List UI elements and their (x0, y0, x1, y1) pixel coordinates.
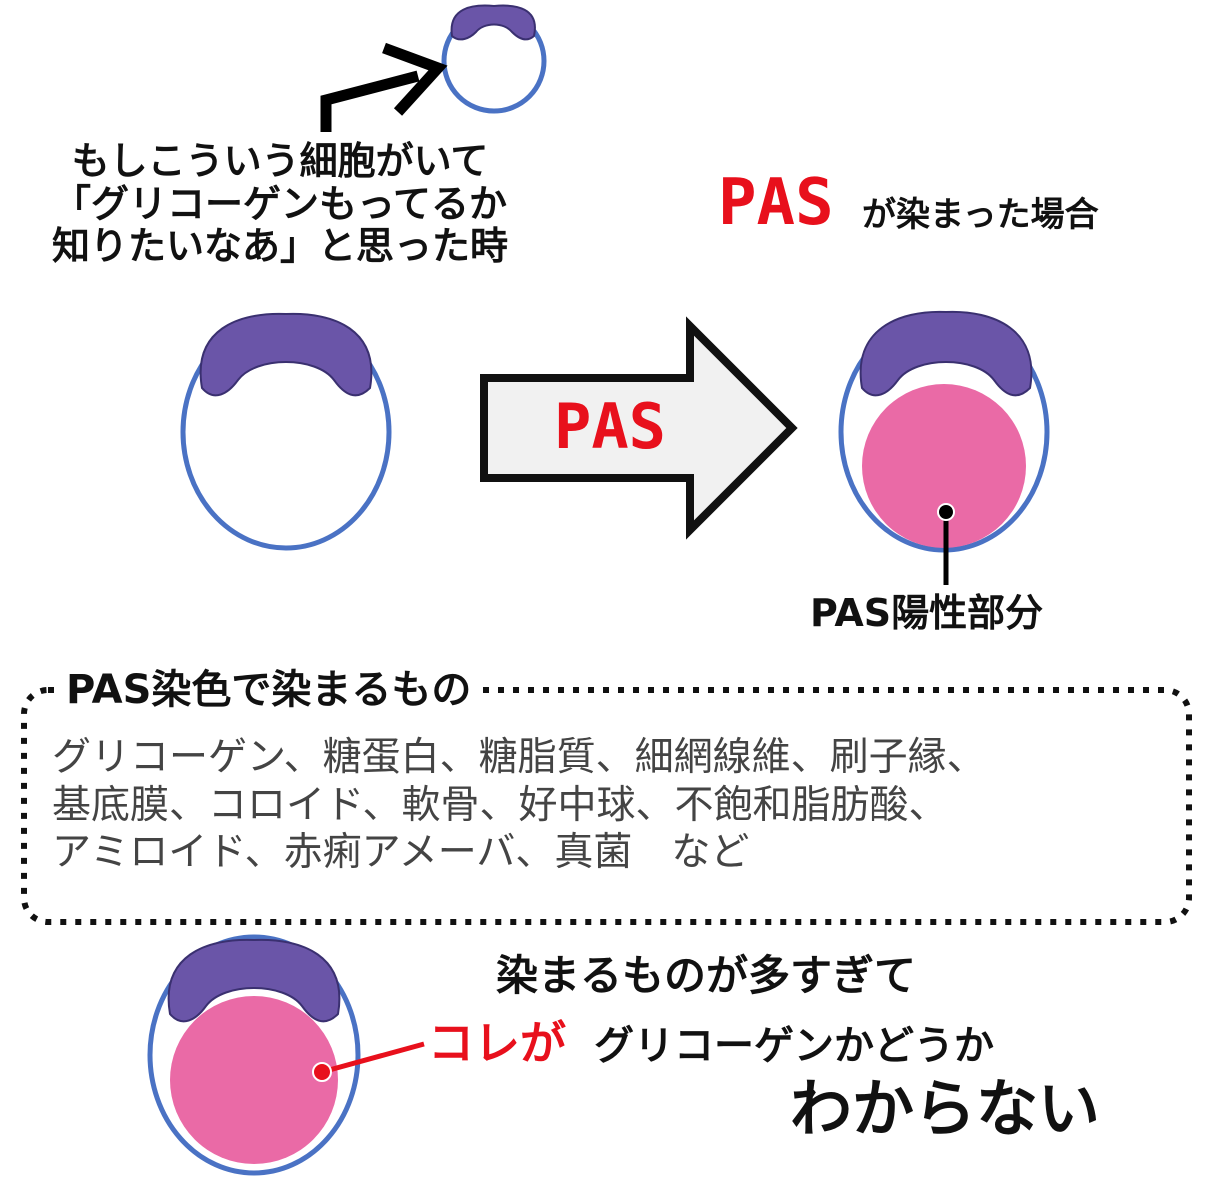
bottom-cell (147, 934, 425, 1176)
bottom-line-2-highlight: コレが (428, 1016, 566, 1070)
bottom-line-2-rest: グリコーゲンかどうか (594, 1023, 994, 1069)
box-line-1: グリコーゲン、糖蛋白、糖脂質、細網線維、刷子縁、 (52, 735, 986, 780)
arrow-label: PAS (554, 390, 666, 463)
bottom-leader-dot (312, 1062, 332, 1082)
pas-positive-area (862, 384, 1026, 548)
pas-heading-word: PAS (718, 166, 834, 240)
small-cell-nucleus (450, 4, 536, 41)
bottom-leader-line (321, 1041, 425, 1075)
pointer-arrow (320, 42, 448, 132)
intro-line-2: 「グリコーゲンもってるか (52, 181, 508, 226)
small-cell (441, 4, 547, 114)
original-cell-nucleus (199, 312, 373, 397)
pas-heading-result: が染まった場合 (862, 195, 1099, 235)
stained-cell (838, 310, 1050, 585)
box-content: グリコーゲン、糖蛋白、糖脂質、細網線維、刷子縁、 基底膜、コロイド、軟骨、好中球… (52, 734, 1172, 877)
intro-line-3: 知りたいなあ」と思った時 (51, 224, 508, 269)
box-line-2: 基底膜、コロイド、軟骨、好中球、不飽和脂肪酸、 (52, 782, 948, 828)
pas-positive-label: PAS陽性部分 (810, 591, 1044, 635)
stained-cell-nucleus (859, 310, 1033, 397)
bottom-cell-nucleus (167, 938, 341, 1023)
intro-line-1: もしこういう細胞がいて (71, 139, 489, 183)
box-line-3: アミロイド、赤痢アメーバ、真菌 など (52, 830, 750, 876)
bottom-pas-area (170, 996, 338, 1164)
stained-items-box (21, 687, 1192, 925)
bottom-line-3: わからない (790, 1072, 1101, 1145)
process-arrow (480, 316, 798, 540)
original-cell (180, 312, 392, 551)
box-title: PAS染色で染まるもの (54, 668, 484, 713)
bottom-line-1: 染まるものが多すぎて (496, 951, 917, 1000)
intro-text: もしこういう細胞がいて 「グリコーゲンもってるか 知りたいなあ」と思った時 (30, 140, 530, 268)
positive-leader-dot (937, 503, 955, 521)
